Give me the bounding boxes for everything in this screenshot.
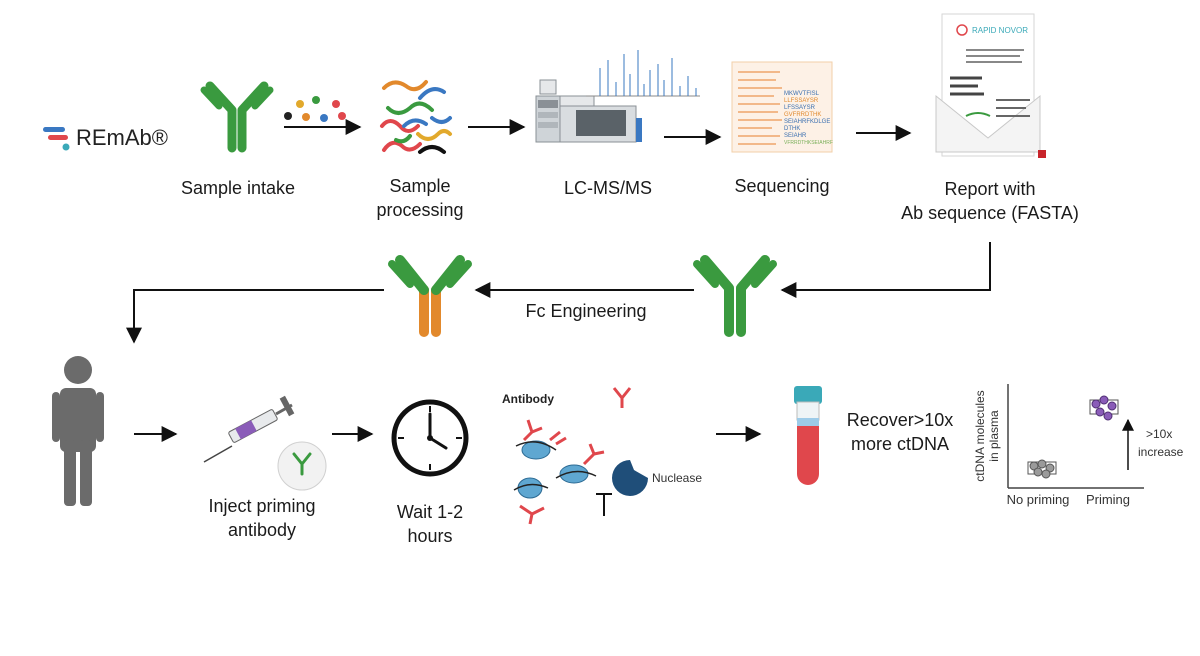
remab-logo bbox=[43, 127, 70, 151]
seq-line: LLFSSAYSR bbox=[784, 98, 819, 104]
syringe-icon bbox=[203, 395, 327, 491]
wait-label: Wait 1-2 bbox=[396, 502, 464, 522]
sequencing-document-icon: MKWVTFISL LLFSSAYSR LFSSAYSR GVFRRDTHK S… bbox=[731, 61, 833, 153]
sequenced-antibody-icon bbox=[693, 255, 777, 337]
report-document-icon: RAPID NOVOR bbox=[935, 13, 1046, 158]
patient-icon bbox=[52, 356, 104, 506]
enzymes-icon bbox=[284, 96, 346, 122]
plot-increase-label: >10x bbox=[1146, 427, 1172, 441]
seq-line: VFRRDTHKSEIAHRF bbox=[784, 140, 833, 146]
peptides-icon bbox=[380, 80, 452, 154]
plot-ylabel: ctDNA molecules bbox=[973, 390, 987, 481]
brand-name: REmAb® bbox=[76, 125, 169, 150]
step-lcms-label: LC-MS/MS bbox=[563, 178, 652, 198]
step-sample-processing-label: processing bbox=[376, 200, 464, 220]
arrow-antibody-to-patient bbox=[126, 289, 384, 344]
plot-x-no-priming: No priming bbox=[1007, 492, 1070, 507]
seq-line: MKWVTFISL bbox=[784, 91, 820, 97]
recover-label: Recover>10x bbox=[846, 410, 954, 430]
engineered-antibody-icon bbox=[388, 255, 472, 337]
mechanism-illustration: Antibody Nuclease bbox=[502, 387, 702, 525]
plot-ylabel: in plasma bbox=[987, 410, 1001, 462]
inject-label: Inject priming bbox=[208, 496, 316, 516]
step-sequencing-label: Sequencing bbox=[734, 176, 830, 196]
blood-tube-icon bbox=[794, 386, 822, 485]
mass-spectrum-icon bbox=[586, 50, 700, 97]
seq-line: SEIAHR bbox=[784, 133, 807, 139]
recover-label: more ctDNA bbox=[850, 434, 949, 454]
step-report-label: Ab sequence (FASTA) bbox=[901, 203, 1079, 223]
wait-label: hours bbox=[407, 526, 453, 546]
lcms-instrument-icon bbox=[535, 79, 642, 143]
step-sample-processing-label: Sample bbox=[389, 176, 451, 196]
seq-line: GVFRRDTHK bbox=[784, 112, 821, 118]
ctdna-plot: ctDNA molecules in plasma No priming Pri… bbox=[973, 384, 1184, 507]
clock-icon bbox=[391, 399, 469, 477]
step-sample-intake-label: Sample intake bbox=[180, 178, 296, 198]
plot-increase-label: increase bbox=[1138, 445, 1184, 459]
seq-line: SEIAHRFKDLGE bbox=[784, 119, 830, 125]
report-logo-text: RAPID NOVOR bbox=[972, 26, 1028, 35]
sample-intake-antibody-icon bbox=[200, 81, 274, 153]
step-report-label: Report with bbox=[944, 179, 1036, 199]
nuclease-label: Nuclease bbox=[652, 471, 702, 485]
plot-x-priming: Priming bbox=[1086, 492, 1130, 507]
antibody-label: Antibody bbox=[502, 392, 554, 406]
seq-line: DTHK bbox=[784, 126, 800, 132]
arrow-report-to-antibody bbox=[780, 242, 991, 298]
inject-label: antibody bbox=[227, 520, 297, 540]
fc-engineering-label: Fc Engineering bbox=[525, 301, 647, 321]
seq-line: LFSSAYSR bbox=[784, 105, 816, 111]
